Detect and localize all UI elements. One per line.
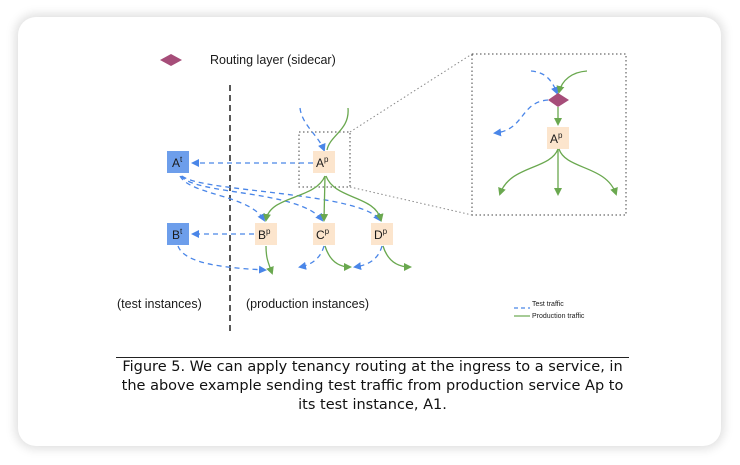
edge-test-at-to-bp xyxy=(179,175,265,222)
legend-production-traffic-label: Production traffic xyxy=(532,313,585,320)
zoom-sidecar-diamond xyxy=(548,93,569,107)
node-c-prod: Cp xyxy=(313,223,335,245)
svg-text:Ap: Ap xyxy=(316,155,329,170)
svg-text:At: At xyxy=(172,155,183,170)
svg-text:Bt: Bt xyxy=(172,227,183,242)
zoom-edge-prod-ingress xyxy=(556,70,588,94)
node-d-prod: Dp xyxy=(371,223,393,245)
production-instances-label: (production instances) xyxy=(246,297,369,311)
edge-prod-ap-to-bp xyxy=(263,175,326,222)
svg-text:Dp: Dp xyxy=(374,227,388,242)
svg-text:Ap: Ap xyxy=(550,131,563,146)
edge-test-cp-out xyxy=(298,245,325,270)
node-a-prod: Ap xyxy=(313,151,335,173)
legend-test-traffic-label: Test traffic xyxy=(532,301,564,308)
edge-test-bt-out xyxy=(177,245,267,274)
sidecar-legend-icon xyxy=(160,54,182,66)
svg-text:Bp: Bp xyxy=(258,227,271,242)
zoom-node-a-prod: Ap xyxy=(547,127,569,149)
figure-caption: Figure 5. We can apply tenancy routing a… xyxy=(121,359,624,413)
zoom-connector-bottom xyxy=(349,186,473,216)
zoom-edge-prod-out-left xyxy=(498,148,559,196)
figure-card xyxy=(18,17,721,446)
svg-text:Cp: Cp xyxy=(316,227,330,242)
caption-rule xyxy=(116,357,629,358)
zoom-connector-top xyxy=(349,53,473,133)
edge-prod-ap-to-cp xyxy=(320,175,329,222)
zoom-edge-prod-out-right xyxy=(558,148,618,196)
edge-test-at-to-dp xyxy=(181,175,382,222)
node-b-test: Bt xyxy=(167,223,189,245)
zoom-detail-box xyxy=(471,53,627,216)
edge-test-ingress-ap xyxy=(299,107,326,152)
edge-prod-ap-to-dp xyxy=(325,175,384,222)
routing-layer-label: Routing layer (sidecar) xyxy=(210,53,336,67)
edge-prod-dp-out xyxy=(382,245,412,271)
zoom-focus-box xyxy=(298,131,351,188)
edge-prod-bp-out xyxy=(265,245,274,275)
test-instances-label: (test instances) xyxy=(117,297,202,311)
node-a-test: At xyxy=(167,151,189,173)
zoom-edge-test-ingress xyxy=(530,70,559,95)
zoom-edge-test-redirect xyxy=(493,99,549,137)
edge-prod-ingress-ap xyxy=(326,107,349,151)
edge-prod-cp-out xyxy=(324,245,352,271)
edge-test-dp-out xyxy=(353,245,383,271)
node-b-prod: Bp xyxy=(255,223,277,245)
edge-test-at-to-cp xyxy=(180,175,324,222)
